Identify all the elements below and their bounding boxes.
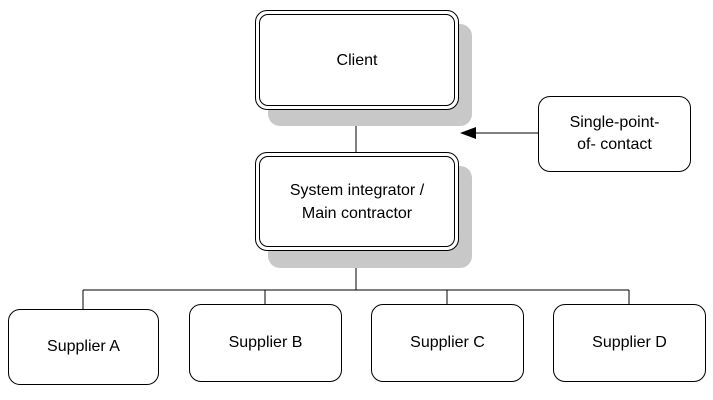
client-label: Client: [259, 14, 455, 106]
supplier-a-box: Supplier A: [8, 309, 159, 385]
supplier-b-box: Supplier B: [189, 304, 342, 382]
supplier-c-box: Supplier C: [371, 304, 524, 382]
integrator-box: System integrator / Main contractor: [255, 152, 459, 251]
supplier-d-box: Supplier D: [553, 304, 706, 382]
contact-box: Single-point- of- contact: [538, 96, 691, 172]
client-box: Client: [255, 10, 459, 110]
integrator-label: System integrator / Main contractor: [259, 156, 455, 247]
contact-arrowhead: [460, 127, 476, 139]
